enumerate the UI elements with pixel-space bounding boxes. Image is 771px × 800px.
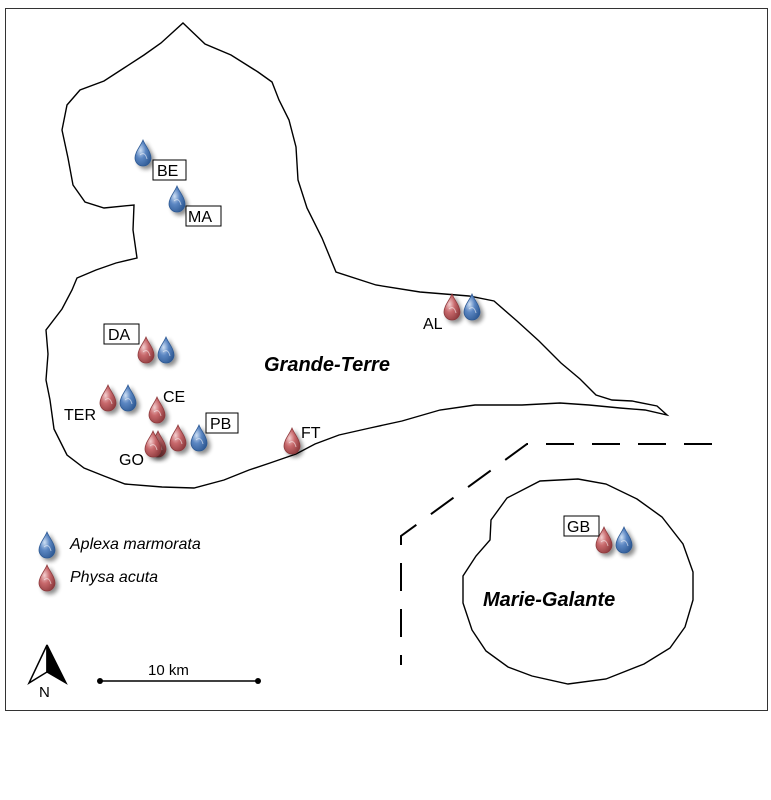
physa-marker-icon [283,426,301,455]
physa-marker-glyph [38,563,56,592]
physa-marker-icon [595,525,613,554]
legend: Aplexa marmorata Physa acuta [38,530,201,592]
island-name-marie-galante: Marie-Galante [483,589,615,611]
aplexa-marker-icon [119,383,137,412]
grande-terre-outline [45,22,670,489]
aplexa-marker-icon [463,292,481,321]
physa-marker-icon [443,292,461,321]
site-box-pb [205,412,239,434]
aplexa-marker-icon [157,335,175,364]
aplexa-marker-icon [38,530,56,559]
site-label-go: GO [119,452,144,469]
site-labels: BE MA DA AL TER CE PB GO FT GB [64,159,600,537]
site-label-al: AL [423,316,443,333]
inset-dashed-border [400,443,712,665]
physa-marker-icon [99,383,117,412]
scale-bar: 10 km [97,662,261,684]
scale-label: 10 km [148,662,189,679]
aplexa-marker-icon [134,138,152,167]
legend-label-physa: Physa acuta [70,569,158,586]
site-label-ter: TER [64,407,96,424]
island-name-grande-terre: Grande-Terre [264,354,390,376]
north-label: N [39,684,50,701]
aplexa-marker-icon [190,423,208,452]
site-label-ma: MA [188,209,212,226]
physa-marker-icon [137,335,155,364]
site-box-ma [185,205,222,227]
marie-galante-outline [462,478,694,685]
site-label-be: BE [157,163,178,180]
site-label-ft: FT [301,425,321,442]
physa-marker-icon [38,563,56,592]
site-label-da: DA [108,327,131,344]
site-label-ce: CE [163,389,185,406]
site-label-pb: PB [210,416,231,433]
legend-label-aplexa: Aplexa marmorata [69,536,201,553]
site-markers [99,138,633,554]
map-frame [5,8,768,711]
physa-marker-icon [144,429,162,458]
site-label-gb: GB [567,519,590,536]
site-box-da [103,323,140,345]
physa-marker-icon [169,423,187,452]
north-arrow-icon: N [27,644,68,701]
aplexa-marker-icon [168,184,186,213]
physa-marker-icon [148,395,166,424]
aplexa-marker-icon [615,525,633,554]
site-box-be [152,159,187,181]
site-box-gb [563,515,600,537]
aplexa-marker-glyph [38,530,56,559]
